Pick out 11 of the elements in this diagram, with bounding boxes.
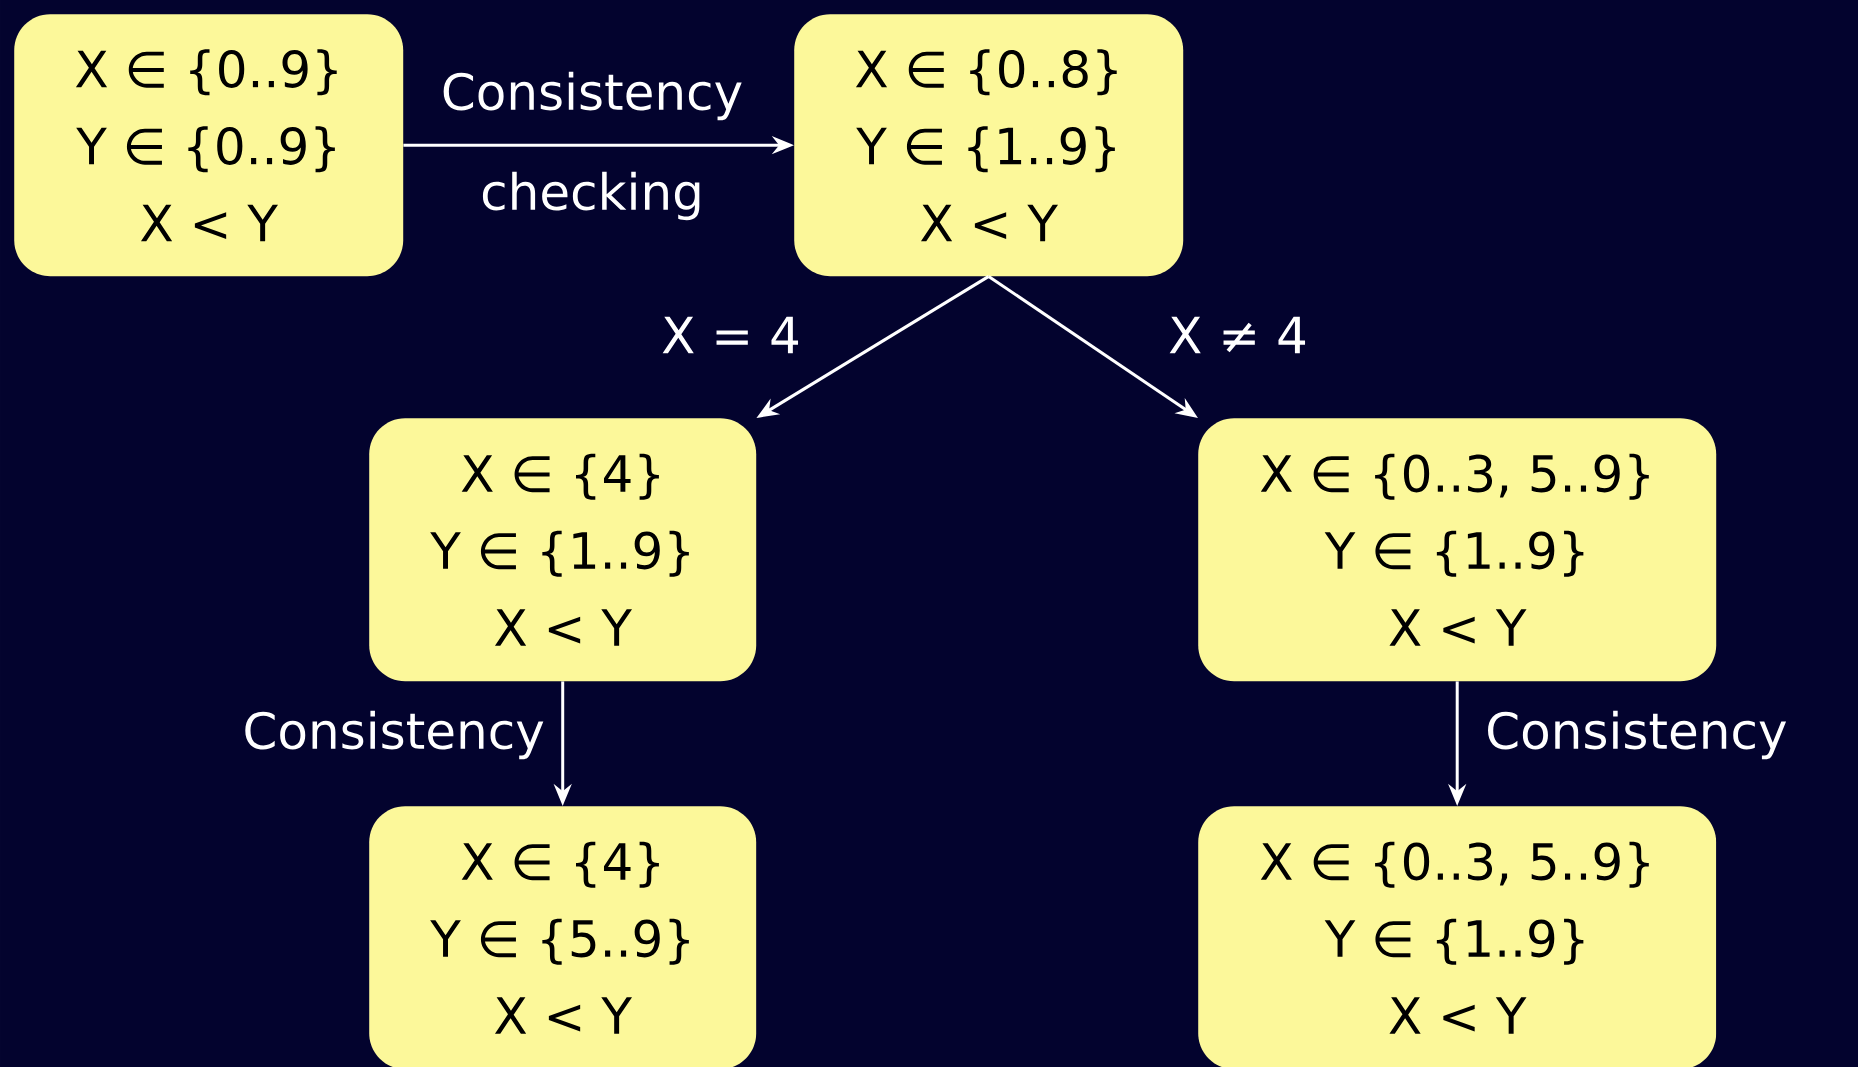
state-box: X ∈ {0..8} Y ∈ {1..9} X < Y: [794, 14, 1184, 277]
state-box: X ∈ {4} Y ∈ {1..9} X < Y: [369, 418, 757, 682]
edge-label: X ≠ 4: [1169, 316, 1306, 354]
edge-label: X = 4: [662, 316, 799, 354]
state-box: X ∈ {0..3, 5..9} Y ∈ {1..9} X < Y: [1198, 418, 1717, 682]
state-box: X ∈ {0..3, 5..9} Y ∈ {1..9} X < Y: [1198, 806, 1717, 1067]
state-box: X ∈ {4} Y ∈ {5..9} X < Y: [369, 806, 757, 1067]
edge-label: Consistency checking: [443, 71, 742, 221]
state-box: X ∈ {0..9} Y ∈ {0..9} X < Y: [14, 14, 404, 277]
edge-label: Consistency: [1488, 710, 1787, 760]
edge-label: Consistency: [245, 710, 544, 760]
